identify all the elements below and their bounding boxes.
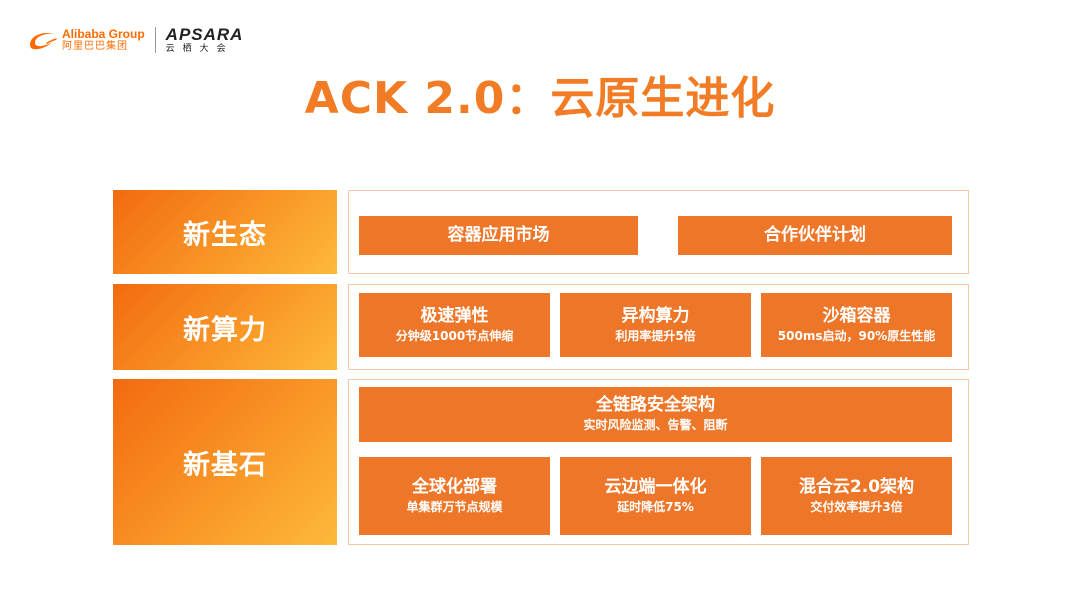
logo-divider	[154, 27, 156, 53]
box-title: 云边端一体化	[604, 476, 707, 497]
apsara-en-text: APSARA	[165, 25, 244, 44]
box-sandbox: 沙箱容器 500ms启动，90%原生性能	[761, 293, 952, 357]
box-title: 容器应用市场	[447, 224, 550, 245]
box-subtitle: 分钟级1000节点伸缩	[395, 328, 514, 343]
box-title: 异构算力	[621, 305, 690, 326]
slide-title: ACK 2.0：云原生进化	[304, 73, 776, 124]
alibaba-logo-icon	[30, 33, 57, 50]
row-label-ecosystem: 新生态	[113, 190, 337, 274]
box-app-market: 容器应用市场	[359, 216, 638, 255]
box-global-deploy: 全球化部署 单集群万节点规模	[359, 457, 550, 535]
box-subtitle: 实时风险监测、告警、阻断	[583, 418, 728, 433]
row-ecosystem: 新生态 容器应用市场 合作伙伴计划	[113, 190, 969, 274]
alibaba-logo: Alibaba Group 阿里巴巴集团	[26, 27, 145, 53]
box-hybrid-cloud: 混合云2.0架构 交付效率提升3倍	[761, 457, 952, 535]
box-title: 极速弹性	[420, 305, 489, 326]
box-title: 全链路安全架构	[596, 395, 715, 416]
alibaba-en-text: Alibaba Group	[62, 27, 145, 41]
box-subtitle: 利用率提升5倍	[615, 328, 696, 343]
row-panel-compute: 极速弹性 分钟级1000节点伸缩 异构算力 利用率提升5倍 沙箱容器 500ms…	[348, 284, 969, 370]
row-panel-ecosystem: 容器应用市场 合作伙伴计划	[348, 190, 969, 274]
box-subtitle: 交付效率提升3倍	[810, 499, 903, 514]
apsara-logo: APSARA 云栖大会	[166, 26, 244, 54]
row-label-compute: 新算力	[113, 284, 337, 370]
row-panel-foundation: 全链路安全架构 实时风险监测、告警、阻断 全球化部署 单集群万节点规模 云边端一…	[348, 379, 969, 545]
box-title: 混合云2.0架构	[798, 476, 915, 497]
row-compute: 新算力 极速弹性 分钟级1000节点伸缩 异构算力 利用率提升5倍 沙箱容器 5…	[113, 284, 969, 370]
box-fast-elastic: 极速弹性 分钟级1000节点伸缩	[359, 293, 550, 357]
box-title: 全球化部署	[412, 476, 497, 497]
row-label-foundation: 新基石	[113, 379, 337, 545]
box-heterogeneous: 异构算力 利用率提升5倍	[560, 293, 751, 357]
alibaba-cn-text: 阿里巴巴集团	[62, 41, 128, 52]
box-title: 沙箱容器	[822, 305, 891, 326]
row-foundation: 新基石 全链路安全架构 实时风险监测、告警、阻断 全球化部署 单集群万节点规模 …	[113, 379, 969, 545]
box-cloud-edge: 云边端一体化 延时降低75%	[560, 457, 751, 535]
box-subtitle: 500ms启动，90%原生性能	[777, 328, 936, 343]
box-subtitle: 延时降低75%	[617, 499, 694, 514]
header-logos: Alibaba Group 阿里巴巴集团 APSARA 云栖大会	[26, 22, 243, 58]
box-security: 全链路安全架构 实时风险监测、告警、阻断	[359, 387, 952, 442]
box-subtitle: 单集群万节点规模	[406, 499, 503, 514]
box-title: 合作伙伴计划	[764, 224, 866, 245]
box-partner-program: 合作伙伴计划	[678, 216, 952, 255]
apsara-cn-text: 云栖大会	[165, 44, 234, 54]
